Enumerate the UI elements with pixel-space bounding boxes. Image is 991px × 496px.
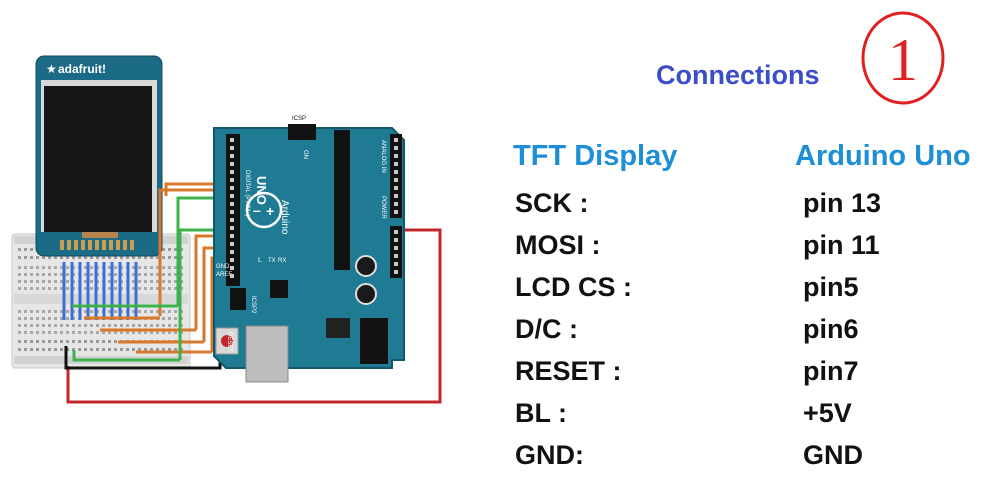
tx-led-label: TX bbox=[268, 258, 276, 264]
aref-label: AREF bbox=[216, 272, 232, 278]
step-number-badge: 1 bbox=[861, 11, 945, 105]
capacitor-top bbox=[355, 255, 377, 277]
red-power-wire bbox=[66, 228, 442, 404]
arduino-pin-value: pin7 bbox=[803, 356, 859, 386]
star-logo-icon: ★ bbox=[46, 62, 57, 76]
reset-label: RESET bbox=[226, 332, 232, 352]
tft-brand-label: adafruit! bbox=[58, 62, 106, 76]
arduino-uno-header: Arduino Uno bbox=[795, 140, 971, 172]
tft-header-pins bbox=[60, 240, 134, 250]
tft-pin-label: GND: bbox=[515, 440, 584, 470]
power-jack bbox=[360, 318, 388, 364]
arduino-header-pins bbox=[230, 138, 398, 278]
tft-pin-label: RESET : bbox=[515, 356, 622, 386]
arduino-uno-board: – + UNO Arduino DIGITAL (PWM~) ANALOG IN… bbox=[213, 116, 405, 383]
digital-label: DIGITAL (PWM~) bbox=[244, 170, 250, 217]
arduino-pin-value: pin 11 bbox=[803, 230, 880, 260]
tft-pin-label: SCK : bbox=[515, 188, 589, 218]
wiring-diagram: adafruit! ★ bbox=[11, 55, 442, 404]
icsp-label: ICSP bbox=[292, 116, 306, 122]
power-label: POWER bbox=[380, 196, 386, 219]
arduino-pin-value: +5V bbox=[803, 398, 852, 428]
arduino-pin-value: pin6 bbox=[803, 314, 859, 344]
green-signal-wires bbox=[72, 196, 224, 362]
board-brand-label: Arduino bbox=[279, 200, 290, 235]
tft-display-module: adafruit! ★ bbox=[35, 55, 163, 257]
analog-label: ANALOG IN bbox=[380, 140, 386, 173]
usb-port bbox=[245, 325, 289, 383]
tft-display-header: TFT Display bbox=[513, 140, 678, 172]
arduino-pin-value: pin5 bbox=[803, 272, 859, 302]
blue-jumper-wires bbox=[62, 262, 138, 320]
icsp2-label: ICSP2 bbox=[250, 296, 256, 314]
rx-led-label: RX bbox=[278, 258, 286, 264]
atmega-chip bbox=[334, 130, 350, 270]
page-title: Connections bbox=[656, 60, 820, 90]
arduino-pin-value: GND bbox=[803, 440, 863, 470]
on-led-label: ON bbox=[302, 150, 308, 159]
svg-text:–: – bbox=[253, 202, 261, 218]
icsp-header bbox=[288, 124, 316, 140]
tft-pin-label: BL : bbox=[515, 398, 567, 428]
step-number: 1 bbox=[888, 27, 918, 93]
tft-pin-label: LCD CS : bbox=[515, 272, 632, 302]
svg-text:+: + bbox=[266, 203, 274, 219]
board-model-label: UNO bbox=[254, 176, 269, 205]
tft-pin-label: D/C : bbox=[515, 314, 578, 344]
gnd-label: GND bbox=[216, 264, 230, 270]
tft-pin-label: MOSI : bbox=[515, 230, 601, 260]
capacitor-bottom bbox=[355, 283, 377, 305]
arduino-pin-value: pin 13 bbox=[803, 188, 882, 218]
l-led-label: L bbox=[258, 257, 262, 264]
tft-screen bbox=[44, 86, 152, 232]
arduino-logo-icon bbox=[245, 191, 283, 229]
